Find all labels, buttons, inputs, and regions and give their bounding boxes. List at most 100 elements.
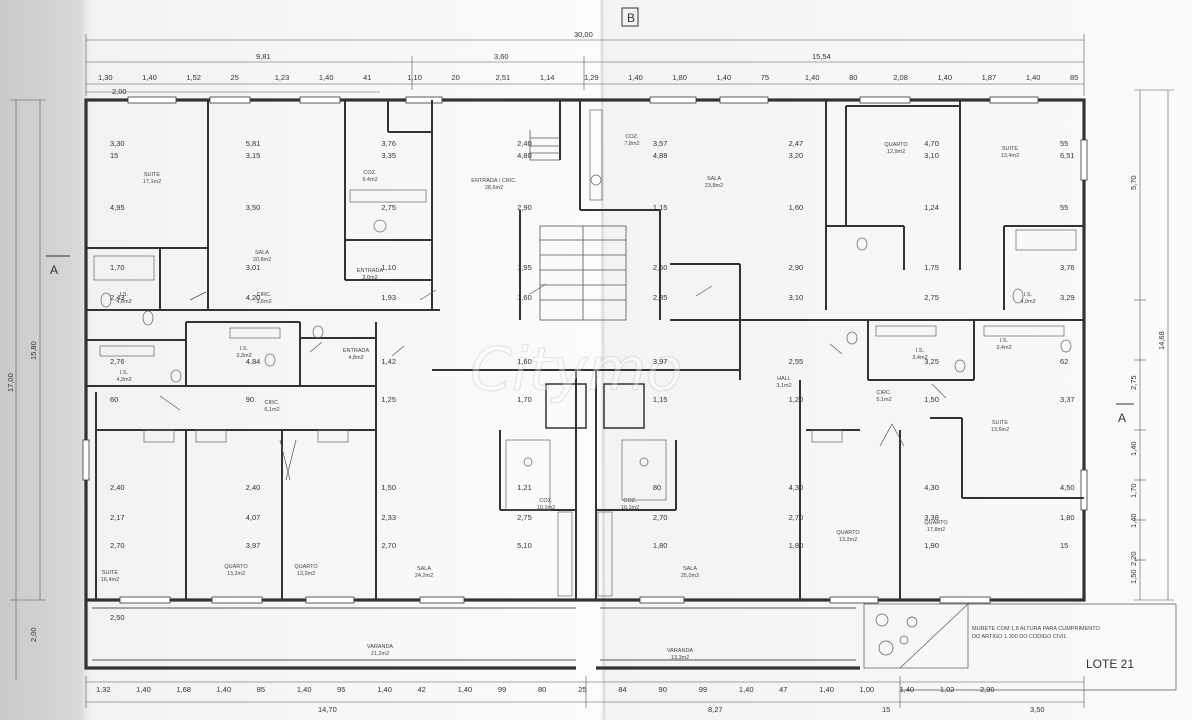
dim-interior-31: 3,76 [1060, 263, 1075, 272]
room-area-5: 7,8m2 [624, 141, 639, 147]
doors [159, 283, 947, 481]
room-name-1: SALA [255, 250, 269, 256]
dim-top-9: 2,51 [496, 73, 511, 82]
windows [82, 96, 1088, 604]
dim-top-10: 1,14 [540, 73, 555, 82]
dim-interior-11: 4,80 [517, 151, 532, 160]
dim-right-6: 2,20 [1129, 551, 1138, 566]
dim-interior-39: 3,29 [1060, 293, 1075, 302]
dim-right-5: 1,40 [1129, 513, 1138, 528]
dim-top-5: 1,40 [319, 73, 334, 82]
room-name-2: COZ. [363, 170, 377, 176]
dim-top-17: 80 [849, 73, 857, 82]
dim-interior-76: 1,80 [653, 541, 668, 550]
dim-interior-80: 2,50 [110, 613, 125, 622]
elevators [545, 383, 645, 429]
dim-interior-5: 2,47 [789, 139, 804, 148]
room-name-24: SALA [417, 566, 431, 572]
dim-bottom-21: 1,02 [940, 685, 955, 694]
dim-interior-62: 4,30 [924, 483, 939, 492]
dim-interior-28: 2,50 [653, 263, 668, 272]
dim-interior-54: 1,50 [924, 395, 939, 404]
room-area-14: 4,8m2 [348, 355, 363, 361]
room-area-20: 13,6m2 [991, 427, 1009, 433]
stairs [529, 130, 627, 321]
room-name-30: VARANDA [367, 644, 394, 650]
dim-top-6: 41 [363, 73, 371, 82]
dim-interior-57: 2,40 [246, 483, 261, 492]
bottom-dimension-lines [85, 676, 1085, 708]
dim-interior-74: 2,70 [381, 541, 396, 550]
dim-interior-19: 2,90 [517, 203, 532, 212]
room-area-1: 20,8m2 [253, 257, 271, 263]
fixtures [93, 109, 1077, 597]
interior-walls [86, 100, 1084, 600]
dim-interior-42: 1,42 [381, 357, 396, 366]
dim-bottom-9: 1,40 [458, 685, 473, 694]
dim-top-12: 1,40 [628, 73, 643, 82]
room-name-3: ENTRADA [357, 268, 384, 274]
dim-bottom-0: 1,32 [96, 685, 111, 694]
dim-interior-16: 4,95 [110, 203, 125, 212]
room-labels: SUITE17,1m2SALA20,8m2COZ.9,4m2ENTRADA3,0… [101, 134, 1036, 661]
dim-interior-52: 1,15 [653, 395, 668, 404]
room-area-10: 3,6m2 [256, 299, 271, 305]
room-name-12: I.S. [120, 370, 129, 376]
dim-right-0: 5,70 [1129, 175, 1138, 190]
dim-interior-20: 1,15 [653, 203, 668, 212]
room-name-25: COZ. [539, 498, 553, 504]
dim-interior-46: 3,25 [924, 357, 939, 366]
dim-interior-41: 4,84 [246, 357, 261, 366]
dim-interior-26: 1,10 [381, 263, 396, 272]
dim-bottom-18: 1,40 [819, 685, 834, 694]
dim-interior-29: 2,90 [789, 263, 804, 272]
dim-top-19: 1,40 [937, 73, 952, 82]
dim-interior-24: 1,70 [110, 263, 125, 272]
room-area-7: 12,9m2 [887, 149, 905, 155]
dim-bottom-19: 1,00 [859, 685, 874, 694]
dim-interior-64: 2,17 [110, 513, 125, 522]
dim-top-7: 1,10 [407, 73, 422, 82]
dim-bottom-20: 1,40 [900, 685, 915, 694]
side-dimension-lines [10, 89, 1174, 680]
dim-bottom-total-4: 15 [882, 705, 890, 714]
room-area-0: 17,1m2 [143, 179, 161, 185]
dim-interior-34: 1,93 [381, 293, 396, 302]
dim-interior-63: 4,50 [1060, 483, 1075, 492]
dim-interior-6: 4,70 [924, 139, 939, 148]
dim-interior-58: 1,50 [381, 483, 396, 492]
dim-bottom-16: 1,40 [739, 685, 754, 694]
room-area-22: 13,2m2 [227, 571, 245, 577]
room-area-19: 5,1m2 [876, 397, 891, 403]
dim-interior-79: 15 [1060, 541, 1068, 550]
dim-interior-9: 3,15 [246, 151, 261, 160]
room-area-21: 16,4m2 [101, 577, 119, 583]
dim-bottom-2: 1,68 [176, 685, 191, 694]
dim-top-13: 1,80 [672, 73, 687, 82]
room-area-25: 10,1m2 [537, 505, 555, 511]
room-area-6: 23,8m2 [705, 183, 723, 189]
room-area-18: 3,4m2 [996, 345, 1011, 351]
dim-top-sub-1: 9,81 [256, 52, 271, 61]
room-name-7: QUARTO [884, 142, 908, 148]
room-name-21: SUITE [102, 570, 119, 576]
dim-right-2: 2,75 [1129, 375, 1138, 390]
dim-interior-48: 60 [110, 395, 118, 404]
dim-top-22: 85 [1070, 73, 1078, 82]
dim-top-2: 1,52 [186, 73, 201, 82]
dim-interior-35: 1,60 [517, 293, 532, 302]
room-name-0: SUITE [144, 172, 161, 178]
dim-interior-27: 1,95 [517, 263, 532, 272]
dim-interior-47: 62 [1060, 357, 1068, 366]
dim-interior-73: 3,97 [246, 541, 261, 550]
dim-interior-40: 2,76 [110, 357, 125, 366]
dim-interior-22: 1,24 [924, 203, 939, 212]
dim-bottom-15: 99 [699, 685, 707, 694]
dim-interior-68: 2,70 [653, 513, 668, 522]
dim-right-3: 1,40 [1129, 441, 1138, 456]
dim-left-1: 15,80 [29, 341, 38, 360]
dim-bottom-11: 80 [538, 685, 546, 694]
section-mark-b: B [627, 11, 635, 25]
dim-interior-1: 5,81 [246, 139, 261, 148]
